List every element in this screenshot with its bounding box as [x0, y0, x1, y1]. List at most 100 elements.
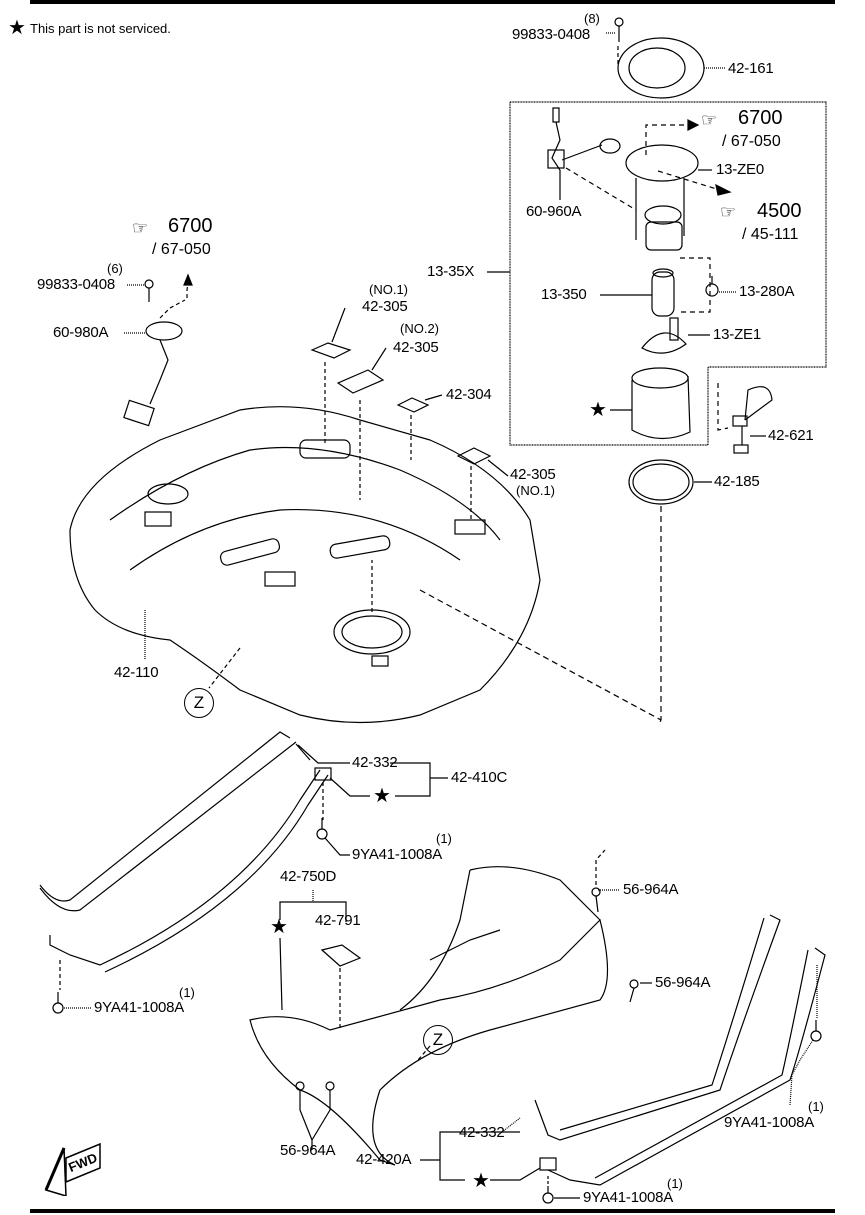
qty-9ya41-d: (1)	[667, 1176, 683, 1191]
part-42-185[interactable]: 42-185	[714, 473, 760, 490]
insulator-pad-shape	[320, 944, 362, 967]
variant-no1-b: (NO.1)	[516, 483, 555, 498]
dashed-guide	[717, 383, 729, 431]
pad-42-304-shape	[396, 397, 430, 413]
screw-icon	[144, 279, 154, 302]
pad-no2-shape	[336, 369, 385, 394]
part-56-964A-c[interactable]: 56-964A	[280, 1142, 336, 1159]
bottom-border	[30, 1209, 835, 1213]
part-56-964A-b[interactable]: 56-964A	[655, 974, 711, 991]
part-42-332-bottom[interactable]: 42-332	[459, 1124, 505, 1141]
leader-line	[311, 1090, 331, 1141]
bracket-line	[439, 1131, 520, 1181]
part-56-964A-a[interactable]: 56-964A	[623, 881, 679, 898]
callout-z-top: Z	[184, 688, 214, 718]
leader-line	[371, 347, 387, 371]
pad-no1-shape	[310, 342, 352, 359]
bracket-line	[279, 901, 347, 922]
fuel-gauge-sender-shape	[547, 107, 621, 171]
part-42-750D[interactable]: 42-750D	[280, 868, 337, 885]
dashed-guide	[657, 170, 721, 191]
bracket-line	[390, 762, 431, 797]
screw-icon	[614, 17, 624, 42]
bolt-icon	[52, 992, 64, 1014]
pointing-hand-icon: ☞	[701, 110, 718, 130]
tank-strap-shape	[39, 731, 297, 912]
part-60-960A[interactable]: 60-960A	[526, 203, 582, 220]
not-serviced-star-icon: ★	[589, 399, 607, 421]
part-9YA41-1008A-b[interactable]: 9YA41-1008A	[94, 999, 185, 1016]
part-9YA41-1008A-d[interactable]: 9YA41-1008A	[583, 1189, 674, 1206]
assembly-box	[509, 101, 827, 446]
pressure-regulator-shape	[705, 276, 719, 297]
arrow-head	[715, 183, 732, 196]
tank-strap-shape	[49, 767, 332, 973]
ref-67-050-right: / 67-050	[722, 133, 781, 150]
part-99833-0408-left[interactable]: 99833-0408	[37, 276, 116, 293]
part-9YA41-1008A-c[interactable]: 9YA41-1008A	[724, 1114, 815, 1131]
fuel-pump-shape	[651, 268, 675, 317]
tank-strap-shape	[539, 947, 826, 1186]
not-serviced-star-icon: ★	[472, 1170, 490, 1192]
variant-no2: (NO.2)	[400, 321, 439, 336]
ref-6700-left[interactable]: 6700	[168, 215, 213, 237]
leader-line	[297, 744, 350, 764]
part-42-332-top[interactable]: 42-332	[352, 754, 398, 771]
part-13-ZE0[interactable]: 13-ZE0	[716, 161, 764, 178]
part-9YA41-1008A-a[interactable]: 9YA41-1008A	[352, 846, 443, 863]
clip-icon	[295, 1081, 305, 1091]
qty-99833-top: (8)	[584, 11, 600, 26]
dashed-guide	[159, 299, 186, 319]
bolt-icon	[810, 1020, 822, 1042]
clip-icon	[629, 979, 639, 1003]
part-42-305-no2[interactable]: 42-305	[393, 339, 439, 356]
part-99833-0408-top[interactable]: 99833-0408	[512, 26, 591, 43]
qty-99833-left: (6)	[107, 261, 123, 276]
fuel-tank-shape	[69, 406, 541, 724]
part-42-304[interactable]: 42-304	[446, 386, 492, 403]
leader-line	[279, 937, 283, 1011]
gasket-ring-shape	[628, 459, 694, 505]
tank-strap-shape	[534, 914, 781, 1141]
fuel-pump-unit-shape	[625, 144, 699, 251]
part-13-ZE1[interactable]: 13-ZE1	[713, 326, 761, 343]
part-13-35X[interactable]: 13-35X	[427, 263, 475, 280]
dashed-guide	[595, 849, 606, 885]
not-serviced-star-icon: ★	[270, 916, 288, 938]
ref-45-111: / 45-111	[742, 226, 799, 243]
pointing-hand-icon: ☞	[720, 202, 737, 222]
clip-icon	[325, 1081, 335, 1091]
leader-line	[295, 743, 311, 761]
arrow-head	[687, 119, 700, 131]
leader-line	[789, 1039, 814, 1106]
qty-9ya41-b: (1)	[179, 985, 195, 1000]
ref-6700-right[interactable]: 6700	[738, 107, 783, 129]
part-42-791[interactable]: 42-791	[315, 912, 361, 929]
dashed-guide	[208, 647, 241, 689]
dashed-guide	[565, 167, 637, 211]
part-42-621[interactable]: 42-621	[768, 427, 814, 444]
pad-no1b-shape	[456, 447, 492, 465]
part-42-110[interactable]: 42-110	[114, 664, 159, 681]
dashed-guide	[645, 124, 688, 155]
top-border	[30, 0, 835, 4]
dashed-guide	[659, 506, 662, 723]
pointing-hand-icon: ☞	[132, 218, 149, 238]
clip-icon	[591, 887, 601, 913]
part-42-305-no1-b[interactable]: 42-305	[510, 466, 556, 483]
part-42-161[interactable]: 42-161	[728, 60, 774, 77]
part-42-420A[interactable]: 42-420A	[356, 1151, 412, 1168]
leader-line	[424, 394, 443, 401]
part-60-980A[interactable]: 60-980A	[53, 324, 109, 341]
leader-line	[487, 459, 509, 477]
legend-note: This part is not serviced.	[30, 21, 171, 36]
part-13-350[interactable]: 13-350	[541, 286, 587, 303]
part-13-280A[interactable]: 13-280A	[739, 283, 795, 300]
part-42-410C[interactable]: 42-410C	[451, 769, 508, 786]
ref-67-050-left: / 67-050	[152, 241, 211, 258]
leader-line	[331, 307, 346, 343]
ref-4500[interactable]: 4500	[757, 200, 802, 222]
part-42-305-no1-a[interactable]: 42-305	[362, 298, 408, 315]
leader-line	[329, 777, 370, 797]
leader-line	[490, 1167, 541, 1181]
